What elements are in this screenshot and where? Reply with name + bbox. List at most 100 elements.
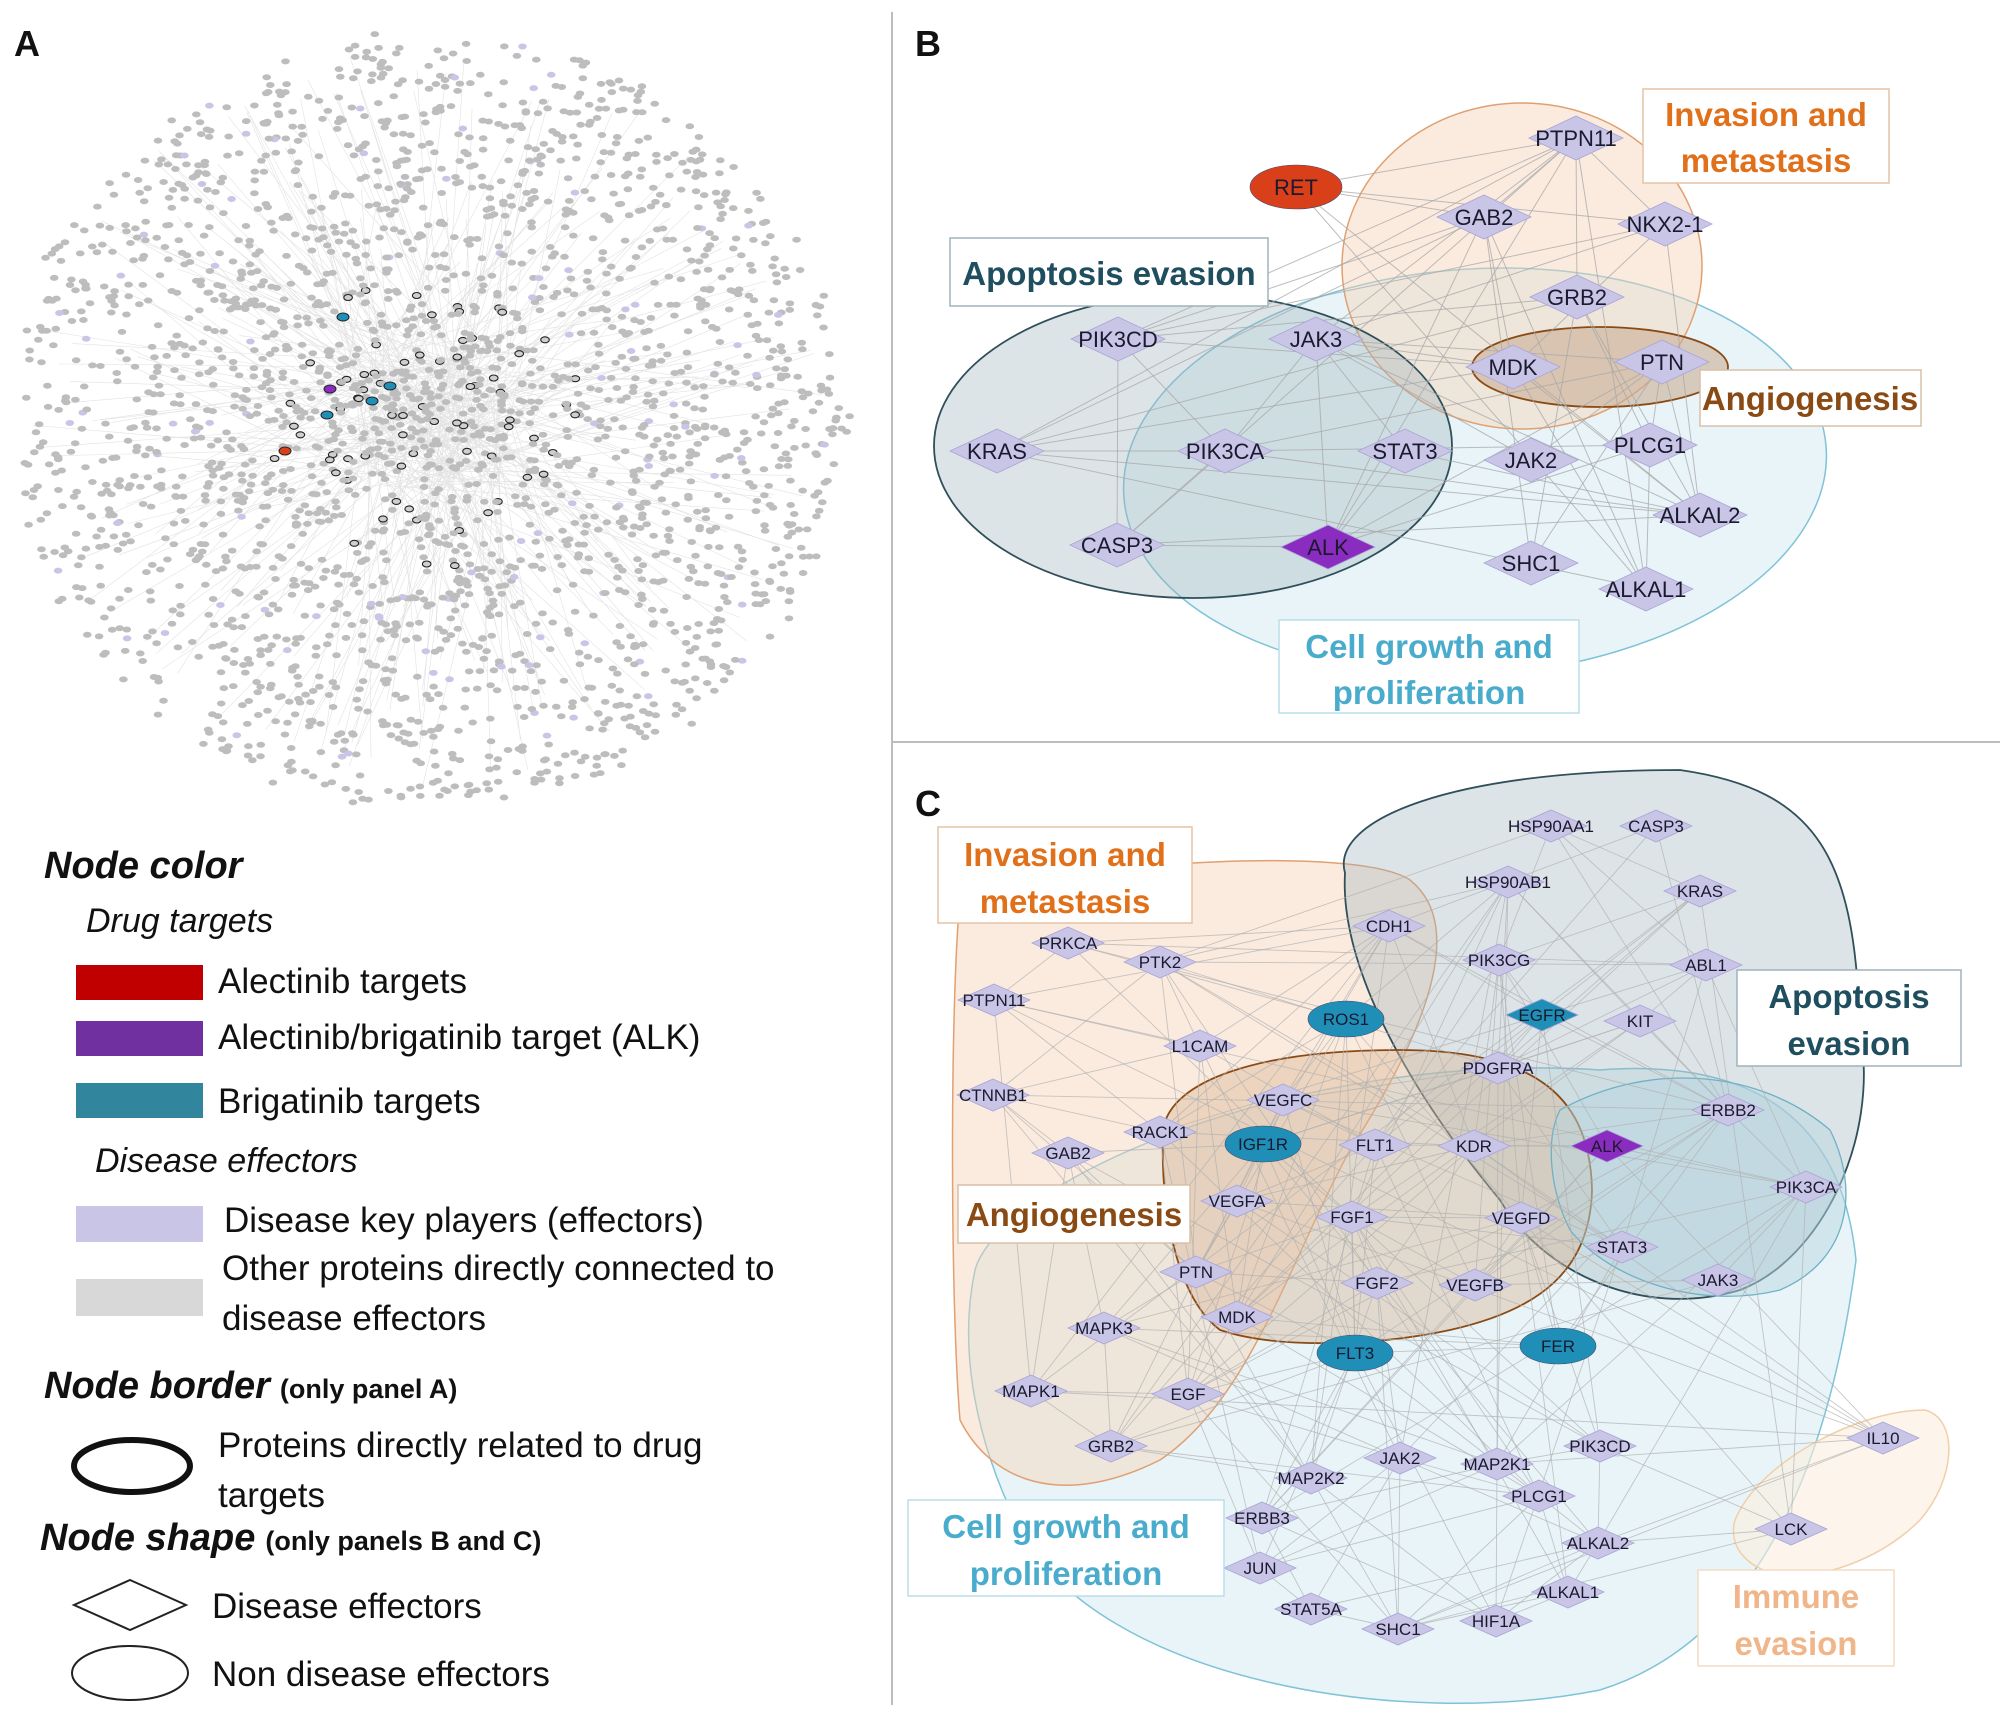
node-stat5a[interactable]: STAT5A xyxy=(1274,1592,1348,1626)
node-ptk2[interactable]: PTK2 xyxy=(1123,945,1197,979)
panel-a-node xyxy=(744,292,754,299)
node-alk[interactable]: ALK xyxy=(1280,524,1376,570)
panel-a-node xyxy=(245,242,254,249)
node-pdgfra[interactable]: PDGFRA xyxy=(1461,1051,1535,1085)
node-jun[interactable]: JUN xyxy=(1223,1551,1297,1585)
panel-a-node xyxy=(518,398,528,405)
node-map2k2[interactable]: MAP2K2 xyxy=(1274,1461,1348,1495)
node-alk[interactable]: ALK xyxy=(1570,1129,1644,1163)
node-gab2[interactable]: GAB2 xyxy=(1031,1136,1105,1170)
panel-a-node xyxy=(668,453,677,460)
node-egf[interactable]: EGF xyxy=(1151,1377,1225,1411)
node-alkal1[interactable]: ALKAL1 xyxy=(1598,566,1694,612)
node-ptpn11[interactable]: PTPN11 xyxy=(957,983,1031,1017)
node-rack1[interactable]: RACK1 xyxy=(1123,1115,1197,1149)
node-alkal2[interactable]: ALKAL2 xyxy=(1561,1526,1635,1560)
node-egfr[interactable]: EGFR xyxy=(1505,998,1579,1032)
panel-b-edge xyxy=(1530,361,1663,564)
panel-a-node xyxy=(682,594,691,600)
node-mapk1-label: MAPK1 xyxy=(1002,1382,1060,1401)
panel-a-node xyxy=(616,200,626,207)
node-hif1a[interactable]: HIF1A xyxy=(1459,1604,1533,1638)
node-alkal1[interactable]: ALKAL1 xyxy=(1531,1575,1605,1609)
node-jak3[interactable]: JAK3 xyxy=(1268,316,1364,362)
node-ctnnb1[interactable]: CTNNB1 xyxy=(956,1078,1030,1112)
node-ptpn11[interactable]: PTPN11 xyxy=(1528,115,1624,161)
node-prkca[interactable]: PRKCA xyxy=(1031,926,1105,960)
node-shc1[interactable]: SHC1 xyxy=(1361,1612,1435,1646)
panel-a-node xyxy=(228,258,238,265)
node-flt1[interactable]: FLT1 xyxy=(1338,1128,1412,1162)
node-casp3[interactable]: CASP3 xyxy=(1069,522,1165,568)
node-mdk[interactable]: MDK xyxy=(1465,344,1561,390)
node-flt3[interactable]: FLT3 xyxy=(1316,1334,1394,1372)
node-stat3[interactable]: STAT3 xyxy=(1585,1230,1659,1264)
panel-a-node xyxy=(517,260,527,267)
node-pik3cd[interactable]: PIK3CD xyxy=(1070,316,1166,362)
node-ptn[interactable]: PTN xyxy=(1159,1255,1233,1289)
node-kras[interactable]: KRAS xyxy=(949,428,1045,474)
panel-a-node xyxy=(347,622,357,628)
node-ros1[interactable]: ROS1 xyxy=(1307,1000,1385,1038)
node-vegfc[interactable]: VEGFC xyxy=(1246,1083,1320,1117)
node-plcg1[interactable]: PLCG1 xyxy=(1502,1479,1576,1513)
panel-a-node xyxy=(161,535,170,542)
node-hsp90ab1[interactable]: HSP90AB1 xyxy=(1465,865,1551,899)
node-kit[interactable]: KIT xyxy=(1603,1004,1677,1038)
node-hsp90aa1[interactable]: HSP90AA1 xyxy=(1508,809,1594,843)
node-map2k1[interactable]: MAP2K1 xyxy=(1460,1447,1534,1481)
panel-a-node xyxy=(281,58,290,65)
node-alkal2[interactable]: ALKAL2 xyxy=(1652,492,1748,538)
node-mdk[interactable]: MDK xyxy=(1200,1300,1274,1334)
node-cdh1[interactable]: CDH1 xyxy=(1352,909,1426,943)
node-mapk1[interactable]: MAPK1 xyxy=(994,1374,1068,1408)
node-abl1[interactable]: ABL1 xyxy=(1669,948,1743,982)
panel-a-node xyxy=(618,747,627,754)
node-vegfa[interactable]: VEGFA xyxy=(1200,1184,1274,1218)
panel-a-node xyxy=(253,636,263,642)
node-pik3ca[interactable]: PIK3CA xyxy=(1769,1170,1843,1204)
node-igf1r[interactable]: IGF1R xyxy=(1224,1125,1302,1163)
panel-a-node xyxy=(358,435,367,442)
node-nkx2-1[interactable]: NKX2-1 xyxy=(1617,201,1713,247)
node-jak2[interactable]: JAK2 xyxy=(1483,437,1579,483)
node-pik3cg[interactable]: PIK3CG xyxy=(1462,943,1536,977)
node-kras[interactable]: KRAS xyxy=(1663,874,1737,908)
node-il10[interactable]: IL10 xyxy=(1846,1421,1920,1455)
node-erbb3[interactable]: ERBB3 xyxy=(1225,1501,1299,1535)
panel-c-edge xyxy=(1187,1045,1201,1395)
node-fer[interactable]: FER xyxy=(1519,1327,1597,1365)
node-jak2[interactable]: JAK2 xyxy=(1363,1441,1437,1475)
node-jak3[interactable]: JAK3 xyxy=(1681,1263,1755,1297)
node-gab2[interactable]: GAB2 xyxy=(1436,194,1532,240)
node-pik3ca[interactable]: PIK3CA xyxy=(1177,428,1273,474)
panel-a-node xyxy=(152,425,161,432)
node-shc1[interactable]: SHC1 xyxy=(1483,540,1579,586)
node-ret[interactable]: RET xyxy=(1249,164,1343,210)
panel-a-node xyxy=(357,380,366,387)
node-casp3[interactable]: CASP3 xyxy=(1619,809,1693,843)
node-vegfd[interactable]: VEGFD xyxy=(1484,1201,1558,1235)
panel-a-node xyxy=(737,455,746,461)
node-vegfb[interactable]: VEGFB xyxy=(1438,1268,1512,1302)
node-plcg1[interactable]: PLCG1 xyxy=(1602,422,1698,468)
panel-b-edge xyxy=(1530,296,1578,564)
node-pik3cd[interactable]: PIK3CD xyxy=(1563,1429,1637,1463)
node-erbb2[interactable]: ERBB2 xyxy=(1691,1093,1765,1127)
node-kdr[interactable]: KDR xyxy=(1437,1129,1511,1163)
node-grb2[interactable]: GRB2 xyxy=(1529,274,1625,320)
node-mapk3[interactable]: MAPK3 xyxy=(1067,1311,1141,1345)
node-l1cam[interactable]: L1CAM xyxy=(1163,1029,1237,1063)
panel-a-node xyxy=(506,454,516,461)
node-grb2[interactable]: GRB2 xyxy=(1074,1429,1148,1463)
panel-a-node xyxy=(257,157,266,164)
panel-a-node xyxy=(171,152,181,159)
node-fgf1[interactable]: FGF1 xyxy=(1315,1200,1389,1234)
panel-a-node xyxy=(252,548,261,555)
node-stat3[interactable]: STAT3 xyxy=(1357,428,1453,474)
node-lck[interactable]: LCK xyxy=(1754,1512,1828,1546)
panel-a-node xyxy=(449,755,458,762)
node-ptn[interactable]: PTN xyxy=(1614,339,1710,385)
node-fgf2[interactable]: FGF2 xyxy=(1340,1266,1414,1300)
panel-a-node xyxy=(214,346,223,353)
